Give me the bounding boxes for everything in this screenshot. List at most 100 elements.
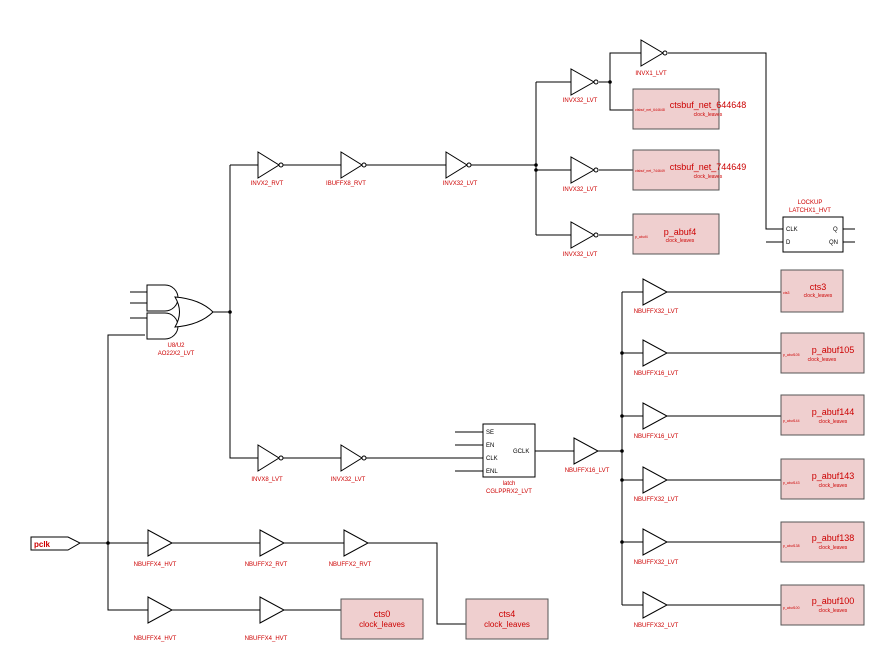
junction-dots <box>106 80 624 545</box>
ao22-cell-label: AO22X2_LVT <box>158 351 195 357</box>
junction-dot <box>534 168 538 172</box>
buffer-label: NBUFFX16_LVT <box>565 468 610 474</box>
leaf-name: cts4 <box>499 609 516 619</box>
lockup-pin-d: D <box>786 240 791 246</box>
inverter-label: INVX32_LVT <box>563 98 598 104</box>
buffer-label: NBUFFX2_RVT <box>329 562 372 568</box>
inverter-top-3[interactable]: INVX32_LVT <box>563 221 599 258</box>
junction-dot <box>620 351 624 355</box>
latch-cell-label: CGLPPRX2_LVT <box>486 489 532 495</box>
leaf-p-abuf143[interactable]: p_abuf143 p_abuf143 clock_leaves <box>780 458 865 500</box>
leaf-sub: clock_leaves <box>484 620 530 629</box>
pclk-port[interactable]: pclk <box>30 536 82 551</box>
buffer-right-3[interactable]: NBUFFX16_LVT <box>634 402 679 440</box>
buffer-label: NBUFFX32_LVT <box>634 623 679 629</box>
buffer-label: NBUFFX32_LVT <box>634 497 679 503</box>
leaf-p-abuf144[interactable]: p_abuf144 p_abuf144 clock_leaves <box>780 394 865 436</box>
inverter-label: INVX32_LVT <box>443 181 478 187</box>
inverter-invx8-lvt[interactable]: INVX8_LVT <box>251 444 284 483</box>
buffer-label: NBUFFX16_LVT <box>634 434 679 440</box>
leaf-pin-label: ctsbuf_net_744649 <box>635 169 665 173</box>
leaf-p-abuf105[interactable]: p_abuf105 p_abuf105 clock_leaves <box>780 332 865 374</box>
leaf-sub: clock_leaves <box>808 357 837 363</box>
clock-gate-latch[interactable]: SE EN CLK ENL GCLK latch CGLPPRX2_LVT <box>482 423 536 495</box>
inverter-top-1[interactable]: INVX32_LVT <box>563 68 599 104</box>
buffer-right-2[interactable]: NBUFFX16_LVT <box>634 339 679 377</box>
lockup-cell-label: LATCHX1_HVT <box>789 208 831 214</box>
leaf-name: p_abuf4 <box>664 227 697 237</box>
lockup-pin-clk: CLK <box>786 227 798 233</box>
leaf-name: p_abuf105 <box>812 345 855 355</box>
leaf-p-abuf4[interactable]: p_abuf4 p_abuf4 clock_leaves <box>632 213 720 255</box>
buffer-bottom1-c[interactable]: NBUFFX2_RVT <box>329 529 372 568</box>
inverter-label: INVX32_LVT <box>563 252 598 258</box>
inverter-top-2[interactable]: INVX32_LVT <box>563 156 599 193</box>
leaf-name: cts0 <box>374 609 391 619</box>
inverter-label: INVX32_LVT <box>563 187 598 193</box>
pclk-port-label: pclk <box>34 540 51 549</box>
buffer-right-1[interactable]: NBUFFX32_LVT <box>634 278 679 315</box>
leaf-cts3[interactable]: cts3 cts3 clock_leaves <box>780 269 844 313</box>
inverter-invx1-lvt[interactable]: INVX1_LVT <box>635 39 668 77</box>
inverter-invx32-lvt-mid[interactable]: INVX32_LVT <box>331 444 367 483</box>
junction-dot <box>106 541 110 545</box>
leaf-cts4[interactable]: cts4 clock_leaves <box>465 598 549 640</box>
buffer-label: NBUFFX4_HVT <box>134 562 177 568</box>
inverter-invx32-lvt[interactable]: INVX32_LVT <box>443 151 478 187</box>
leaf-sub: clock_leaves <box>819 608 848 614</box>
leaf-name: p_abuf143 <box>812 471 855 481</box>
leaf-sub: clock_leaves <box>359 620 405 629</box>
leaf-name: p_abuf144 <box>812 407 855 417</box>
leaf-sub: clock_leaves <box>819 545 848 551</box>
inverter-ibuffx8-rvt[interactable]: IBUFFX8_RVT <box>326 151 367 187</box>
latch-pin-enl: ENL <box>486 469 498 475</box>
inverter-label: IBUFFX8_RVT <box>326 181 366 187</box>
ao22-gate[interactable]: U8/U2 AO22X2_LVT <box>146 284 214 357</box>
buffer-bottom1-a[interactable]: NBUFFX4_HVT <box>134 529 177 568</box>
inverter-invx2-rvt[interactable]: INVX2_RVT <box>251 151 284 187</box>
leaf-sub: clock_leaves <box>666 238 695 244</box>
leaf-pin-label: ctsbuf_net_644648 <box>635 108 665 112</box>
leaf-name: ctsbuf_net_644648 <box>670 100 747 110</box>
junction-dot <box>620 478 624 482</box>
buffer-right-4[interactable]: NBUFFX32_LVT <box>634 466 679 503</box>
lockup-latch[interactable]: LOCKUP LATCHX1_HVT CLK D Q QN <box>782 200 844 253</box>
lockup-label: LOCKUP <box>798 200 823 206</box>
buffer-right-6[interactable]: NBUFFX32_LVT <box>634 591 679 629</box>
inverter-label: INVX2_RVT <box>251 181 284 187</box>
wires <box>80 52 783 625</box>
leaf-name: p_abuf138 <box>812 533 855 543</box>
inverter-label: INVX1_LVT <box>635 71 667 77</box>
leaf-pin-label: p_abuf144 <box>783 419 800 423</box>
buffer-bottom2-b[interactable]: NBUFFX4_HVT <box>245 596 288 642</box>
buffer-label: NBUFFX16_LVT <box>634 371 679 377</box>
leaf-sub: clock_leaves <box>694 174 723 180</box>
leaf-p-abuf138[interactable]: p_abuf138 p_abuf138 clock_leaves <box>780 521 865 563</box>
inverter-label: INVX8_LVT <box>251 477 283 483</box>
leaf-pin-label: p_abuf105 <box>783 353 800 357</box>
buffer-bottom1-b[interactable]: NBUFFX2_RVT <box>245 529 288 568</box>
leaf-name: ctsbuf_net_744649 <box>670 162 747 172</box>
leaf-cts0[interactable]: cts0 clock_leaves <box>340 598 424 640</box>
leaf-name: cts3 <box>810 282 827 292</box>
leaf-sub: clock_leaves <box>819 483 848 489</box>
junction-dot <box>620 414 624 418</box>
buffer-label: NBUFFX32_LVT <box>634 309 679 315</box>
leaf-pin-label: cts3 <box>783 291 789 295</box>
junction-dot <box>608 80 612 84</box>
leaf-pin-label: p_abuf143 <box>783 481 800 485</box>
buffer-label: NBUFFX2_RVT <box>245 562 288 568</box>
buffer-bottom2-a[interactable]: NBUFFX4_HVT <box>134 596 177 642</box>
lockup-pin-q: Q <box>833 227 838 233</box>
leaf-name: p_abuf100 <box>812 596 855 606</box>
leaf-sub: clock_leaves <box>804 293 833 299</box>
leaf-p-abuf100[interactable]: p_abuf100 p_abuf100 clock_leaves <box>780 584 865 626</box>
leaf-ctsbuf-net-744649[interactable]: ctsbuf_net_744649 ctsbuf_net_744649 cloc… <box>632 149 747 191</box>
leaf-sub: clock_leaves <box>819 419 848 425</box>
buffer-nbuffx16-main[interactable]: NBUFFX16_LVT <box>565 437 610 474</box>
latch-pin-se: SE <box>486 430 494 436</box>
leaf-ctsbuf-net-644648[interactable]: ctsbuf_net_644648 ctsbuf_net_644648 cloc… <box>632 88 747 130</box>
buffer-right-5[interactable]: NBUFFX32_LVT <box>634 528 679 566</box>
junction-dot <box>534 163 538 167</box>
